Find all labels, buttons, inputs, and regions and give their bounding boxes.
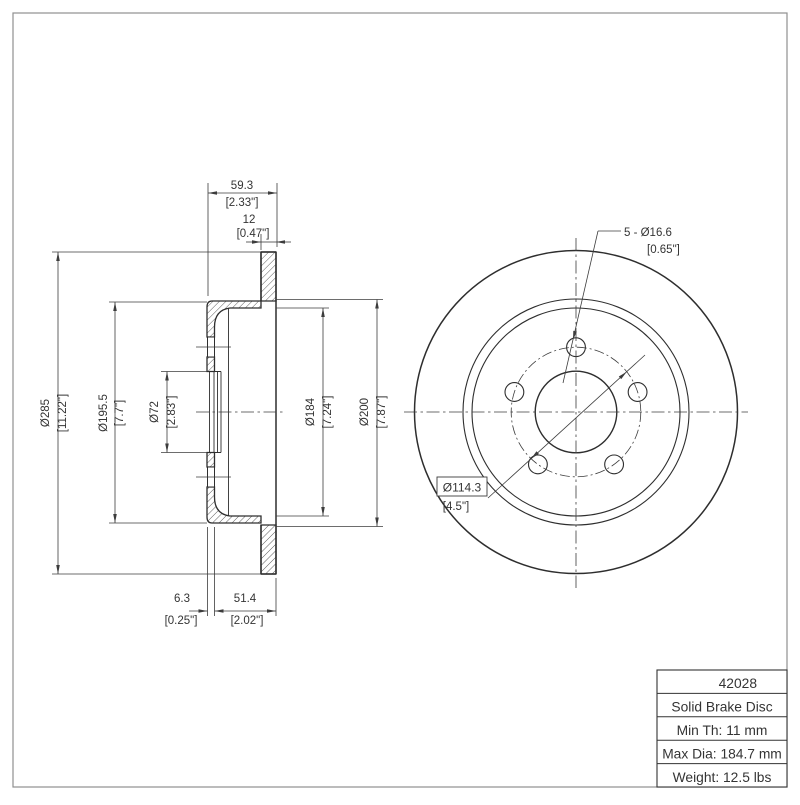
dim-hub-offset-mm: 6.3 bbox=[174, 593, 190, 605]
leader-arrowhead bbox=[573, 330, 577, 340]
hat-flange-top-section bbox=[206, 300, 262, 338]
front-view: 5 - Ø16.6 [0.65"] Ø114.3 [4.5"] bbox=[404, 227, 748, 588]
disc-od-edges bbox=[261, 251, 276, 575]
bolt-hole-bottom-left bbox=[527, 454, 548, 475]
dim-bore-dia-mm: Ø72 bbox=[149, 401, 161, 423]
bolt-hole-leader: 5 - Ø16.6 [0.65"] bbox=[562, 227, 680, 384]
sheet-border bbox=[12, 12, 788, 788]
hat-flange-bottom-section bbox=[206, 486, 262, 524]
section-extension-lines bbox=[52, 183, 383, 616]
dim-hub-offset-in: [0.25"] bbox=[165, 615, 198, 627]
dim-bolt-circle-mm: Ø114.3 bbox=[443, 481, 482, 495]
dim-hat-depth-mm: 51.4 bbox=[234, 593, 257, 605]
section-arrowheads bbox=[56, 191, 379, 613]
dim-bolt-holes-in: [0.65"] bbox=[647, 244, 680, 256]
title-block: 42028 Solid Brake Disc Min Th: 11 mm Max… bbox=[656, 669, 788, 788]
part-number: 42028 bbox=[719, 676, 758, 691]
dim-outer-dia-mm: Ø285 bbox=[40, 399, 52, 427]
dim-bore-dia-in: [2.83"] bbox=[166, 396, 178, 429]
dim-total-width-in: [2.33"] bbox=[226, 197, 259, 209]
bolt-hole-bottom-right bbox=[604, 454, 625, 475]
section-dimension-lines bbox=[57, 192, 378, 612]
dim-friction-inner-dia-mm: Ø200 bbox=[359, 398, 371, 426]
hub-wall-bottom-section bbox=[206, 451, 216, 468]
dim-inner-dia-in: [7.24"] bbox=[322, 396, 334, 429]
section-dimension-texts: 59.3 [2.33"] 12 [0.47"] Ø285 [11.22"] Ø1… bbox=[40, 180, 388, 627]
disc-plate-bottom-section bbox=[260, 524, 277, 575]
weight: Weight: 12.5 lbs bbox=[673, 770, 772, 785]
dim-bolt-holes-mm: 5 - Ø16.6 bbox=[624, 227, 672, 239]
dim-disc-thickness-in: [0.47"] bbox=[237, 228, 270, 240]
max-diameter: Max Dia: 184.7 mm bbox=[662, 747, 782, 762]
bolt-circle-dim-box bbox=[436, 476, 488, 497]
dim-hat-depth-in: [2.02"] bbox=[231, 615, 264, 627]
dim-total-width-mm: 59.3 bbox=[231, 180, 253, 192]
dim-bolt-circle-in: [4.5"] bbox=[443, 501, 469, 513]
dim-friction-inner-dia-in: [7.87"] bbox=[376, 396, 388, 429]
section-view: 59.3 [2.33"] 12 [0.47"] Ø285 [11.22"] Ø1… bbox=[40, 180, 388, 627]
hub-wall-top-section bbox=[206, 356, 216, 373]
dim-outer-dia-in: [11.22"] bbox=[57, 394, 69, 432]
disc-plate-top-section bbox=[260, 251, 277, 302]
bolt-hole-left bbox=[504, 382, 525, 402]
min-thickness: Min Th: 11 mm bbox=[677, 723, 768, 738]
bolt-circle-dimension: Ø114.3 [4.5"] bbox=[436, 354, 646, 513]
dim-hat-dia-in: [7.7"] bbox=[114, 400, 126, 426]
dim-hat-dia-mm: Ø195.5 bbox=[98, 394, 110, 432]
dim-inner-dia-mm: Ø184 bbox=[305, 397, 317, 426]
bolt-hole-right bbox=[627, 382, 648, 402]
dim-disc-thickness-mm: 12 bbox=[243, 214, 256, 226]
part-description: Solid Brake Disc bbox=[671, 700, 772, 715]
